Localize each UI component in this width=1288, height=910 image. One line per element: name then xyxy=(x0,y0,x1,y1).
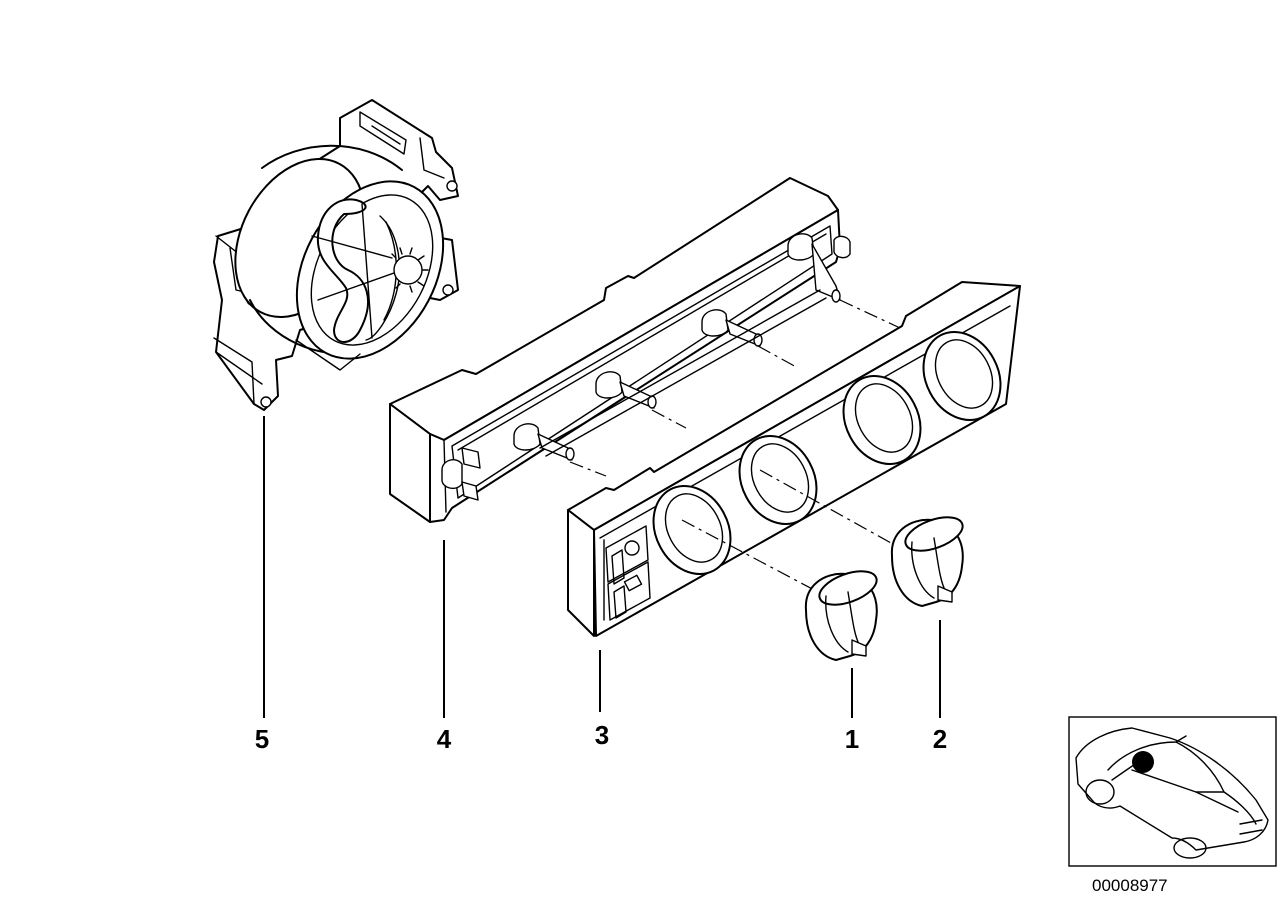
vehicle-locator-inset xyxy=(1068,716,1277,867)
callout-2: 2 xyxy=(933,724,947,754)
assembly-lines xyxy=(569,299,901,593)
callout-5: 5 xyxy=(255,724,269,754)
part-2-rotary-knob xyxy=(890,516,964,607)
callout-labels: 5 4 3 1 2 xyxy=(255,720,947,754)
part-1-rotary-knob xyxy=(804,570,878,661)
callout-3: 3 xyxy=(595,720,609,750)
callout-4: 4 xyxy=(437,724,452,754)
part-3-front-panel xyxy=(567,281,1021,637)
part-5-flap-actuator xyxy=(213,99,459,411)
location-marker-icon xyxy=(1132,751,1154,773)
callout-1: 1 xyxy=(845,724,859,754)
leader-lines xyxy=(263,416,941,718)
reference-number: 00008977 xyxy=(1092,876,1168,895)
part-4-control-unit-housing xyxy=(389,177,851,523)
